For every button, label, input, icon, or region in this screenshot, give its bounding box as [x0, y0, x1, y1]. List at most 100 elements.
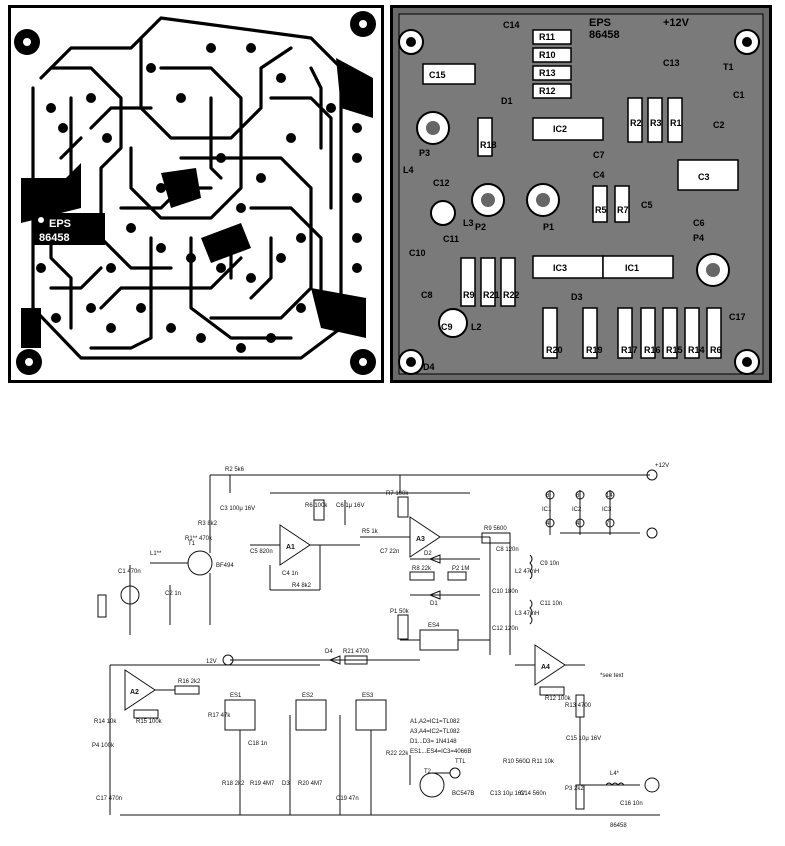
schematic-capacitor-c4: C4 1n: [282, 571, 298, 577]
schematic-diode-d4: D4: [325, 649, 333, 655]
layout-label-r9: R9: [463, 290, 475, 300]
schematic-resistor-r13: R13 4700: [565, 703, 592, 709]
schematic-ic-pin-top-ic3: 14: [606, 493, 613, 499]
ic-type-notes: A1,A2=IC1=TL082 A3,A4=IC2=TL082 D1...D3=…: [410, 719, 471, 755]
schematic-inductor-l4: L4*: [610, 771, 620, 777]
schematic-ic-ic1: IC1: [542, 507, 552, 513]
schematic-svg: +12V 12V TTL *see text 86458 A1,A2=IC1=T…: [92, 463, 669, 829]
layout-label-c6: C6: [693, 218, 705, 228]
circuit-schematic: +12V 12V TTL *see text 86458 A1,A2=IC1=T…: [0, 455, 785, 846]
layout-label-l2: L2: [471, 322, 482, 332]
schematic-ic-pin-bottom-ic3: 7: [606, 521, 610, 527]
schematic-ic-ic3: IC3: [602, 507, 612, 513]
schematic-opamp-a4: A4: [541, 664, 550, 671]
schematic-inductor-l2: L2 47mH: [515, 569, 539, 575]
schematic-inductor-l3: L3 47mH: [515, 611, 539, 617]
note-line-1: A1,A2=IC1=TL082: [410, 719, 460, 725]
schematic-capacitor-c12: C12 120n: [492, 626, 518, 632]
schematic-pot-p1: P1 50k: [390, 609, 410, 615]
pcb-copper-artwork: EPS 86458: [8, 5, 384, 383]
layout-label-t1: T1: [723, 62, 734, 72]
board-code-line2: 86458: [39, 232, 70, 244]
layout-label-c8: C8: [421, 290, 433, 300]
schematic-capacitor-c13: C13 10μ 16V: [490, 791, 525, 797]
layout-label-c15: C15: [429, 70, 446, 80]
schematic-inductor-l1: L1**: [150, 551, 162, 557]
layout-label-r14: R14: [688, 345, 705, 355]
layout-label-p3: P3: [419, 148, 430, 158]
layout-label-r1: R1: [670, 118, 682, 128]
schematic-opamp-a3: A3: [416, 536, 425, 543]
layout-label-r20: R20: [546, 345, 563, 355]
ttl-output-label: TTL: [455, 759, 466, 765]
schematic-resistor-r10: R10 560Ω: [503, 759, 531, 765]
schematic-capacitor-c17: C17 470n: [96, 796, 122, 802]
note-line-3: D1...D3= 1N4148: [410, 739, 457, 745]
schematic-diode-d3: D3: [282, 781, 290, 787]
schematic-resistor-r7: R7 100k: [386, 491, 409, 497]
schematic-capacitor-c11: C11 10n: [540, 601, 562, 607]
layout-supply-label: +12V: [663, 17, 690, 29]
layout-board-code-line1: EPS: [589, 17, 611, 29]
schematic-resistor-r11: R11 10k: [532, 759, 555, 765]
schematic-capacitor-c7: C7 22n: [380, 549, 399, 555]
schematic-switch-es2: ES2: [302, 693, 314, 699]
schematic-resistor-r4: R4 8k2: [292, 583, 312, 589]
solder-pads: [36, 43, 362, 353]
layout-label-r13: R13: [539, 68, 556, 78]
layout-label-d1: D1: [501, 96, 513, 106]
schematic-transistor-t1: T1: [188, 541, 196, 547]
layout-label-p2: P2: [475, 222, 486, 232]
schematic-diode-d2: D2: [424, 551, 432, 557]
layout-label-c4: C4: [593, 170, 605, 180]
schematic-resistor-r6: R6 100k: [305, 503, 328, 509]
layout-board-code-line2: 86458: [589, 29, 620, 41]
schematic-capacitor-c3: C3 100μ 16V: [220, 506, 255, 512]
schematic-pot-p2: P2 1M: [452, 566, 469, 572]
layout-label-c3: C3: [698, 172, 710, 182]
schematic-switch-es3: ES3: [362, 693, 374, 699]
layout-label-l4: L4: [403, 165, 414, 175]
layout-label-c14: C14: [503, 20, 520, 30]
layout-label-ic2: IC2: [553, 124, 567, 134]
layout-label-p1: P1: [543, 222, 554, 232]
layout-label-c5: C5: [641, 200, 653, 210]
schematic-resistor-r9: R9 5600: [484, 526, 507, 532]
schematic-ic-pin-top-ic1: 8: [546, 493, 550, 499]
layout-label-r21: R21: [483, 290, 500, 300]
layout-label-d4: D4: [423, 362, 435, 372]
schematic-capacitor-c9: C9 10n: [540, 561, 559, 567]
layout-label-r19: R19: [586, 345, 603, 355]
layout-label-p4: P4: [693, 233, 704, 243]
schematic-resistor-r20: R20 4M7: [298, 781, 323, 787]
layout-label-r16: R16: [644, 345, 661, 355]
schematic-pot-p3: P3 2k2: [565, 786, 584, 792]
pcb-copper-svg: EPS 86458: [11, 8, 381, 380]
schematic-ic-pin-bottom-ic1: 4: [546, 521, 550, 527]
schematic-capacitor-c6: C6 1μ 16V: [336, 503, 364, 509]
schematic-capacitor-c10: C10 180n: [492, 589, 518, 595]
schematic-capacitor-c1: C1 470n: [118, 569, 141, 575]
layout-label-r10: R10: [539, 50, 556, 60]
layout-label-r11: R11: [539, 32, 555, 42]
schematic-resistor-r8: R8 22k: [412, 566, 432, 572]
schematic-capacitor-c15: C15 10μ 16V: [566, 736, 601, 742]
layout-label-c1: C1: [733, 90, 745, 100]
schematic-resistor-r22: R22 22k: [386, 751, 409, 757]
layout-label-c7: C7: [593, 150, 605, 160]
schematic-resistor-r15: R15 100k: [136, 719, 163, 725]
layout-label-c2: C2: [713, 120, 725, 130]
schematic-resistor-r18: R18 2k2: [222, 781, 245, 787]
schematic-capacitor-c18: C18 1n: [248, 741, 267, 747]
schematic-capacitor-c19: C19 47n: [336, 796, 359, 802]
schematic-opamp-a2: A2: [130, 689, 139, 696]
schematic-transistor-t2: T2: [424, 769, 432, 775]
schematic-transistor-type-t2: BC547B: [452, 791, 474, 797]
layout-label-r3: R3: [650, 118, 662, 128]
mounting-hole-icon: [14, 11, 376, 375]
schematic-pot-p4: P4 100k: [92, 743, 115, 749]
schematic-supply-mid-label: 12V: [206, 659, 217, 665]
schematic-resistor-r14: R14 10k: [94, 719, 117, 725]
